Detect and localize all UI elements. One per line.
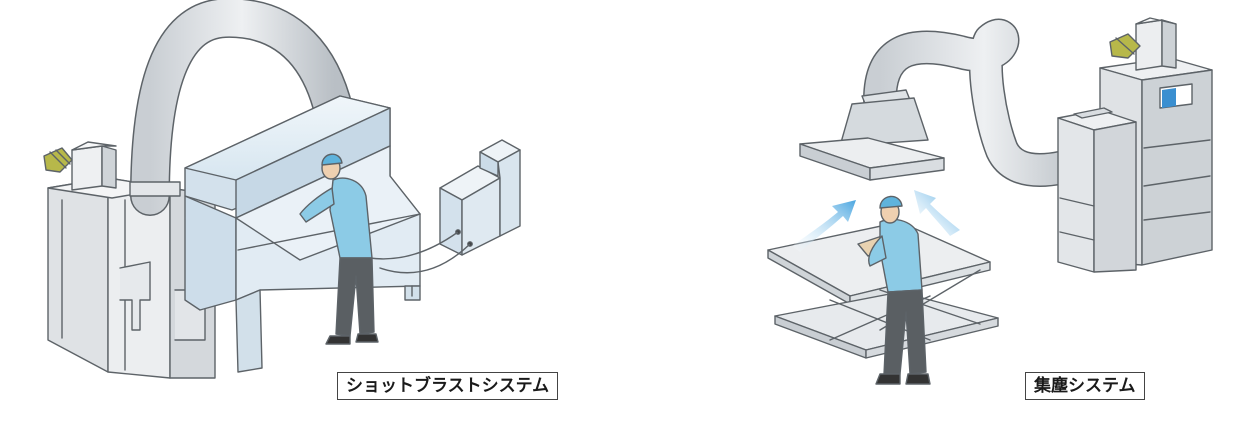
control-box xyxy=(369,139,521,274)
shot-blast-illustration xyxy=(43,0,521,379)
collection-hood xyxy=(799,89,945,181)
dust-collection-illustration xyxy=(767,17,1213,385)
shot-blast-system-label: ショットブラストシステム xyxy=(337,372,559,400)
collector-cabinet xyxy=(1057,17,1213,273)
airflow-arrows xyxy=(792,190,960,252)
dust-operator xyxy=(868,195,931,385)
dust-collector-unit xyxy=(43,141,216,379)
blast-duct-arch xyxy=(129,0,354,216)
dust-collection-system-label: 集塵システム xyxy=(1025,372,1145,400)
blast-operator xyxy=(299,153,379,345)
flex-duct xyxy=(863,19,1105,187)
blast-cabinet xyxy=(184,95,421,373)
